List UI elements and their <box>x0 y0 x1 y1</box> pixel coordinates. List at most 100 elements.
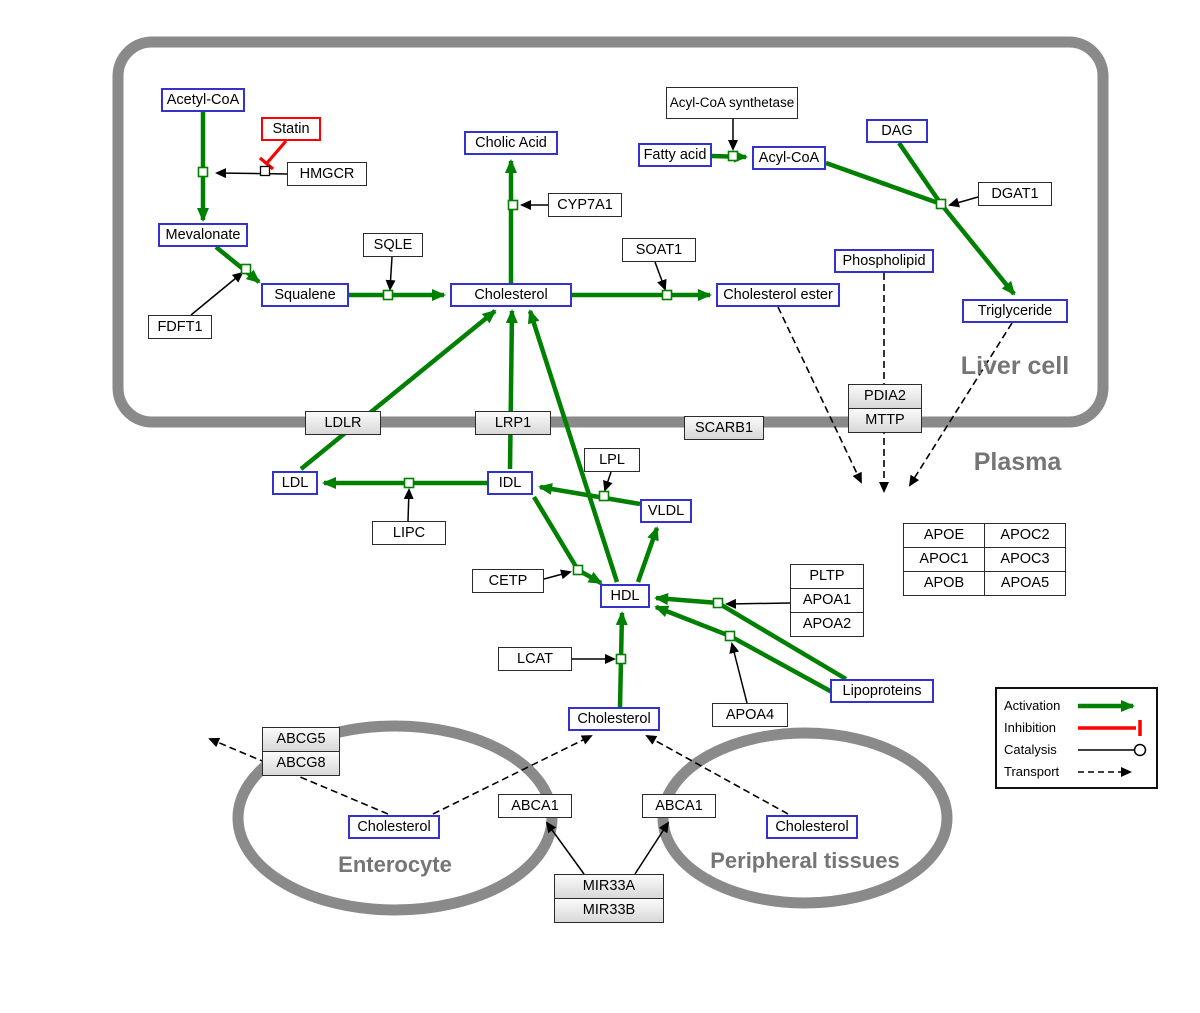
node-fatty-acid[interactable]: Fatty acid <box>638 143 712 167</box>
cat-dgat1 <box>948 196 979 208</box>
node-phospholipid[interactable]: Phospholipid <box>834 249 934 273</box>
cat-mir33-to-abca1-left <box>545 821 585 875</box>
region-label-plasma: Plasma <box>973 448 1062 476</box>
node-apoe[interactable]: APOE <box>903 523 985 548</box>
cat-pltp-complex <box>725 598 791 609</box>
node-lipc[interactable]: LIPC <box>372 521 446 545</box>
node-mir33b[interactable]: MIR33B <box>554 898 664 923</box>
tr-enterocyte-cholesterol-to-plasma <box>432 735 593 815</box>
node-cholesterol-peripheral[interactable]: Cholesterol <box>766 815 858 839</box>
node-dag[interactable]: DAG <box>866 119 928 143</box>
node-abca1-right[interactable]: ABCA1 <box>642 794 716 818</box>
node-cholic-acid[interactable]: Cholic Acid <box>464 131 558 155</box>
reaction-nodes <box>197 150 947 665</box>
node-apob[interactable]: APOB <box>903 571 985 596</box>
node-cholesterol-enterocyte[interactable]: Cholesterol <box>348 815 440 839</box>
node-fdft1[interactable]: FDFT1 <box>148 315 212 339</box>
node-mttp[interactable]: MTTP <box>848 408 922 433</box>
node-apoa2[interactable]: APOA2 <box>790 612 864 637</box>
edge-idl-to-hdl-cetp <box>532 495 603 585</box>
node-idl[interactable]: IDL <box>487 471 533 495</box>
node-sqle[interactable]: SQLE <box>363 233 423 257</box>
edge-dag-to-dgat-node <box>897 141 943 206</box>
node-acyl-coa[interactable]: Acyl-CoA <box>752 146 826 170</box>
node-ldlr[interactable]: LDLR <box>305 411 381 435</box>
legend-catalysis-circle <box>1133 743 1147 757</box>
region-label-enterocyte: Enterocyte <box>338 852 452 877</box>
tr-enterocyte-cholesterol-export-abcg <box>208 737 389 815</box>
cat-fdft1 <box>190 271 244 316</box>
inhibition-edges <box>258 139 288 171</box>
catalysis-edges <box>190 119 979 875</box>
tr-peripheral-cholesterol-to-plasma <box>645 735 789 815</box>
cat-sqle <box>385 256 396 291</box>
inh-statin-hmgcr <box>265 139 288 165</box>
node-acetyl-coa[interactable]: Acetyl-CoA <box>161 88 245 112</box>
cat-apoa4 <box>729 642 748 704</box>
tr-triglyceride-to-plasma <box>908 322 1013 487</box>
legend-label-activation: Activation <box>1004 698 1061 713</box>
inh-statin-hmgcr-bar <box>258 156 275 171</box>
node-cholesterol-liver[interactable]: Cholesterol <box>450 283 572 307</box>
reaction-node <box>382 289 394 301</box>
node-soat1[interactable]: SOAT1 <box>622 238 696 262</box>
node-lcat[interactable]: LCAT <box>498 647 572 671</box>
node-mevalonate[interactable]: Mevalonate <box>158 223 248 247</box>
cat-lpl <box>603 471 613 492</box>
node-apoc3[interactable]: APOC3 <box>984 547 1066 572</box>
node-triglyceride[interactable]: Triglyceride <box>962 299 1068 323</box>
node-hdl[interactable]: HDL <box>600 584 650 608</box>
node-abcg8[interactable]: ABCG8 <box>262 751 340 776</box>
cat-cetp <box>543 569 572 580</box>
reaction-node <box>712 597 724 609</box>
node-ldl[interactable]: LDL <box>272 471 318 495</box>
node-vldl[interactable]: VLDL <box>640 499 692 523</box>
edge-hdl-to-vldl <box>635 526 660 583</box>
reaction-node <box>661 289 673 301</box>
node-dgat1[interactable]: DGAT1 <box>978 182 1052 206</box>
legend-symbols <box>1078 700 1147 777</box>
legend-label-inhibition: Inhibition <box>1004 720 1057 735</box>
membranes <box>112 36 1109 916</box>
cat-lipc <box>403 488 414 522</box>
anchor-node-hmgcr <box>259 165 271 177</box>
edge-hdl-to-cholesterol <box>527 309 620 583</box>
reaction-node <box>572 564 584 576</box>
node-pdia2[interactable]: PDIA2 <box>848 384 922 409</box>
edge-acylcoa-to-dgat-node <box>825 160 942 207</box>
reaction-node <box>724 630 736 642</box>
reaction-node <box>403 477 415 489</box>
node-mir33a[interactable]: MIR33A <box>554 874 664 899</box>
node-hmgcr[interactable]: HMGCR <box>287 162 367 186</box>
legend-label-catalysis: Catalysis <box>1004 742 1057 757</box>
reaction-node <box>598 490 610 502</box>
legend-label-transport: Transport <box>1004 764 1060 779</box>
node-apoc2[interactable]: APOC2 <box>984 523 1066 548</box>
node-lrp1[interactable]: LRP1 <box>475 411 551 435</box>
node-acyl-coa-synthetase[interactable]: Acyl-CoA synthetase <box>666 87 798 119</box>
cat-mir33-to-abca1-right <box>634 821 670 875</box>
reaction-node <box>727 150 739 162</box>
transport-edges <box>208 273 1013 815</box>
node-cetp[interactable]: CETP <box>472 569 544 593</box>
reaction-node <box>615 653 627 665</box>
node-cholesterol-ester[interactable]: Cholesterol ester <box>716 283 840 307</box>
node-abcg5[interactable]: ABCG5 <box>262 727 340 752</box>
cat-hmgcr <box>215 168 288 179</box>
node-squalene[interactable]: Squalene <box>261 283 349 307</box>
node-apoc1[interactable]: APOC1 <box>903 547 985 572</box>
node-abca1-left[interactable]: ABCA1 <box>498 794 572 818</box>
node-scarb1[interactable]: SCARB1 <box>684 416 764 440</box>
node-apoa1[interactable]: APOA1 <box>790 588 864 613</box>
node-cyp7a1[interactable]: CYP7A1 <box>548 193 622 217</box>
node-apoa5[interactable]: APOA5 <box>984 571 1066 596</box>
node-statin[interactable]: Statin <box>261 117 321 141</box>
node-apoa4[interactable]: APOA4 <box>712 703 788 727</box>
reaction-node <box>507 199 519 211</box>
node-cholesterol-plasma[interactable]: Cholesterol <box>568 707 660 731</box>
node-lipoproteins[interactable]: Lipoproteins <box>830 679 934 703</box>
node-pltp[interactable]: PLTP <box>790 564 864 589</box>
node-lpl[interactable]: LPL <box>584 448 640 472</box>
edge-dgat-node-to-triglyceride <box>939 202 1016 296</box>
